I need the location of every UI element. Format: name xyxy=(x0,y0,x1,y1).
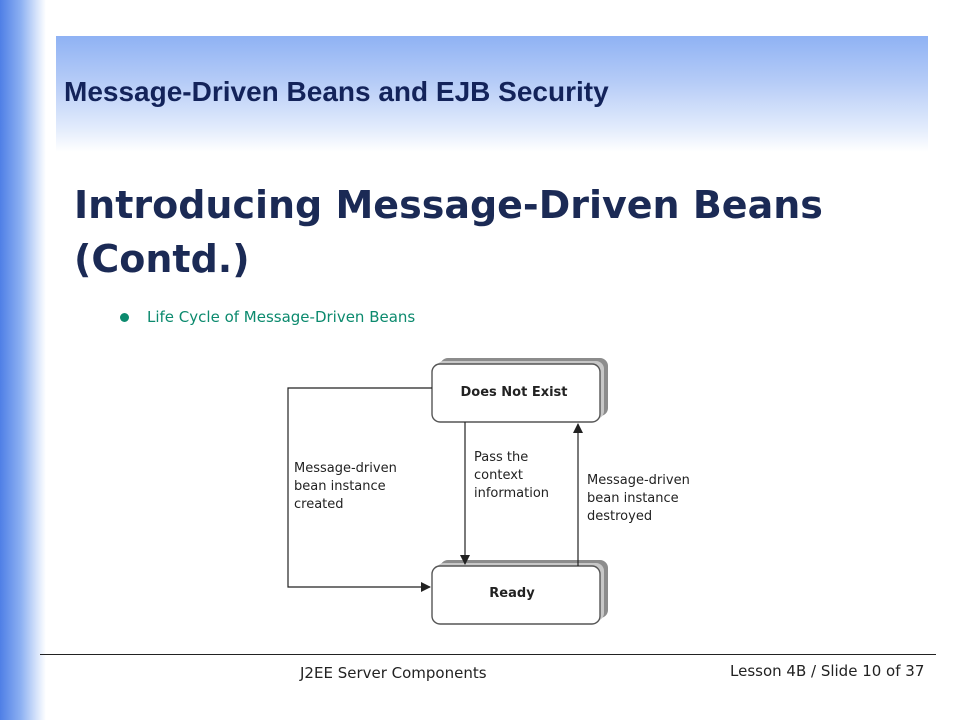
slide-title: Introducing Message-Driven Beans (Contd.… xyxy=(74,183,823,281)
footer-course: J2EE Server Components xyxy=(300,664,487,682)
arrow-created xyxy=(287,387,432,592)
header-title: Message-Driven Beans and EJB Security xyxy=(64,76,609,107)
state-ready: Ready xyxy=(431,560,608,625)
bullet-item: Life Cycle of Message-Driven Beans xyxy=(120,308,415,326)
footer-divider xyxy=(40,654,936,655)
label-created: Message-driven bean instance created xyxy=(294,461,401,512)
state-does-not-exist: Does Not Exist xyxy=(431,358,608,423)
footer-slide-info: Lesson 4B / Slide 10 of 37 xyxy=(730,662,925,680)
label-pass-context: Pass the context information xyxy=(474,450,549,501)
bullet-dot-icon xyxy=(120,312,129,322)
state-label-ready: Ready xyxy=(489,586,535,601)
state-label-does-not-exist: Does Not Exist xyxy=(460,385,567,400)
header-band xyxy=(56,36,928,152)
bullet-text: Life Cycle of Message-Driven Beans xyxy=(147,308,416,326)
left-decorative-bar xyxy=(0,0,46,720)
label-destroyed: Message-driven bean instance destroyed xyxy=(587,473,694,524)
